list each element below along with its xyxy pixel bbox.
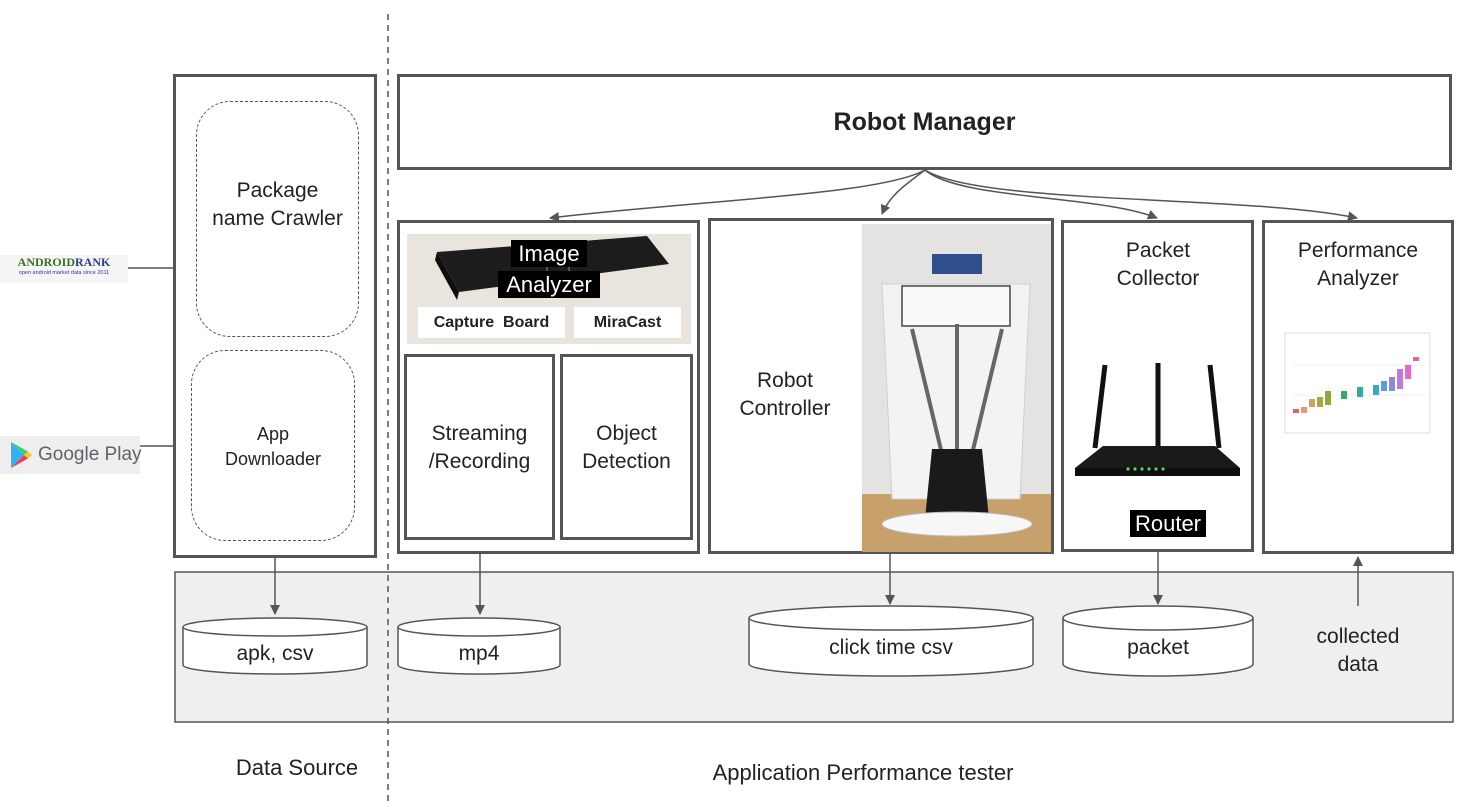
robot-photo [862,224,1051,552]
db-apk [182,617,368,675]
tester-caption: Application Performance tester [712,760,1014,785]
db-click [748,605,1034,677]
performance-analyzer-title: Performance Analyzer [1297,239,1419,290]
image-analyzer-title-1: Image [511,240,587,267]
router-label: Router [1130,510,1206,537]
image-analyzer-title-2: Analyzer [498,271,600,298]
google-play-icon [11,442,32,468]
androidrank-subtitle: open android market data since 2011 [18,270,110,276]
manager-arrows [549,169,1358,222]
miracast-label: MiraCast [574,307,681,338]
delta-robot-icon [862,224,1051,552]
object-detection-label: Object Detection [582,422,671,473]
object-detection-box [560,354,693,540]
androidrank-title-a: ANDROID [17,255,75,269]
robot-manager-title: Robot Manager [833,108,1016,136]
db-apk-label: apk, csv [236,642,314,665]
crawler-label: Package name Crawler [212,179,343,230]
google-play-label: Google Play [38,444,142,465]
streaming-box [404,354,555,540]
db-packet-label: packet [1127,636,1189,659]
google-play-logo: Google Play [0,436,142,474]
db-mp4 [397,617,561,675]
boxplot-chart-icon [1284,332,1431,434]
robot-manager-box [397,74,1452,170]
crawler-box [196,101,359,337]
packet-collector-title: Packet Collector [1116,239,1200,290]
downloader-box [191,350,355,541]
collected-data-label: collected data [1316,625,1400,676]
db-click-label: click time csv [829,636,953,659]
robot-controller-label: Robot Controller [739,369,831,420]
downloader-label: App Downloader [224,424,322,469]
router-icon [1075,363,1240,476]
db-mp4-label: mp4 [458,642,500,665]
storage-arrows [270,540,1363,615]
data-source-caption: Data Source [235,755,359,780]
streaming-label: Streaming /Recording [428,422,531,473]
capture-board-label: Capture Board [418,307,565,338]
androidrank-logo-icon: ANDROIDRANK open android market data sin… [0,255,128,283]
db-packet [1062,605,1254,677]
androidrank-title-b: RANK [75,255,111,269]
